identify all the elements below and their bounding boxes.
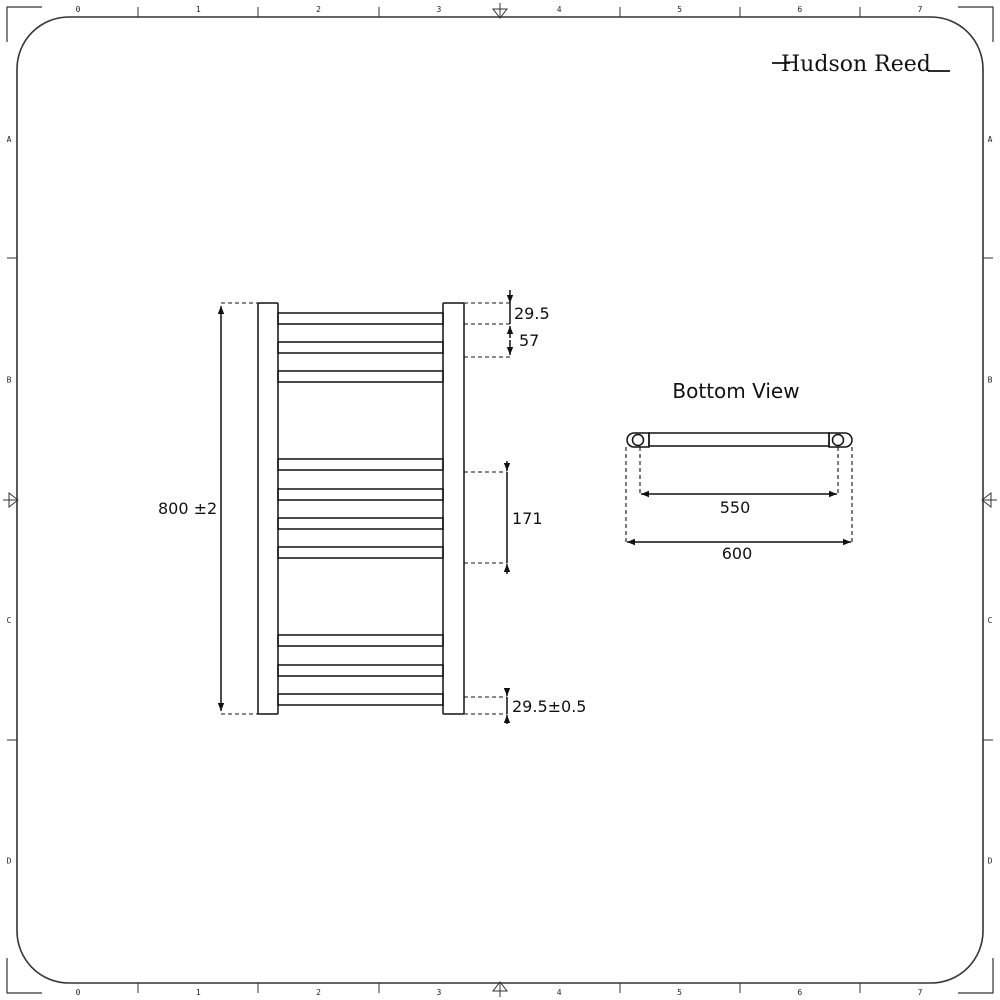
left-column [257,302,279,715]
column-label: 3 [436,5,441,14]
column-label: 0 [76,5,81,14]
towel-rail [277,634,444,647]
column-label: 3 [436,988,441,997]
group-gap-label: 171 [512,509,543,528]
row-label: A [988,135,993,144]
towel-rail [277,458,444,471]
extension-lines [221,302,510,715]
column-label: 5 [677,5,682,14]
towel-rail [277,312,444,325]
towel-rail [277,341,444,354]
row-label: C [7,616,12,625]
column-label: 0 [76,988,81,997]
corner-marks [6,6,994,994]
frame-ticks [7,7,993,993]
left-inlet [631,433,645,447]
height-label: 800 ±2 [158,499,217,518]
towel-rail [277,517,444,530]
column-label: 5 [677,988,682,997]
column-label: 6 [797,5,802,14]
column-label: 7 [918,5,923,14]
rails [277,312,444,706]
towel-rail [277,370,444,383]
row-label: B [7,376,12,385]
brand-logo: Hudson Reed [772,52,950,77]
front-view [217,290,514,724]
right-column-cap [828,432,853,448]
bottom-offset-label: 29.5±0.5 [512,697,586,716]
towel-rail [277,488,444,501]
right-inlet [831,433,845,447]
rail-pitch-label: 57 [519,331,539,350]
column-label: 4 [557,5,562,14]
right-column [442,302,465,715]
centre-arrows [3,3,997,997]
width-label: 600 [722,544,753,563]
drawing-frame [3,3,997,997]
row-label: B [988,376,993,385]
row-label: A [7,135,12,144]
towel-rail [277,693,444,706]
column-label: 6 [797,988,802,997]
top-offset-label: 29.5 [514,304,550,323]
column-label: 2 [316,5,321,14]
centres-label: 550 [720,498,751,517]
bottom-view-title: Bottom View [672,379,799,403]
row-label: D [988,857,993,866]
row-label: C [988,616,993,625]
column-label: 1 [196,5,201,14]
column-label: 7 [918,988,923,997]
left-column-cap [626,432,650,448]
bottom-view [625,432,853,546]
towel-rail [277,546,444,559]
column-label: 4 [557,988,562,997]
rail-section [648,432,830,447]
column-label: 2 [316,988,321,997]
row-label: D [7,857,12,866]
column-label: 1 [196,988,201,997]
towel-rail [277,664,444,677]
logo-text: Hudson Reed [781,52,931,77]
